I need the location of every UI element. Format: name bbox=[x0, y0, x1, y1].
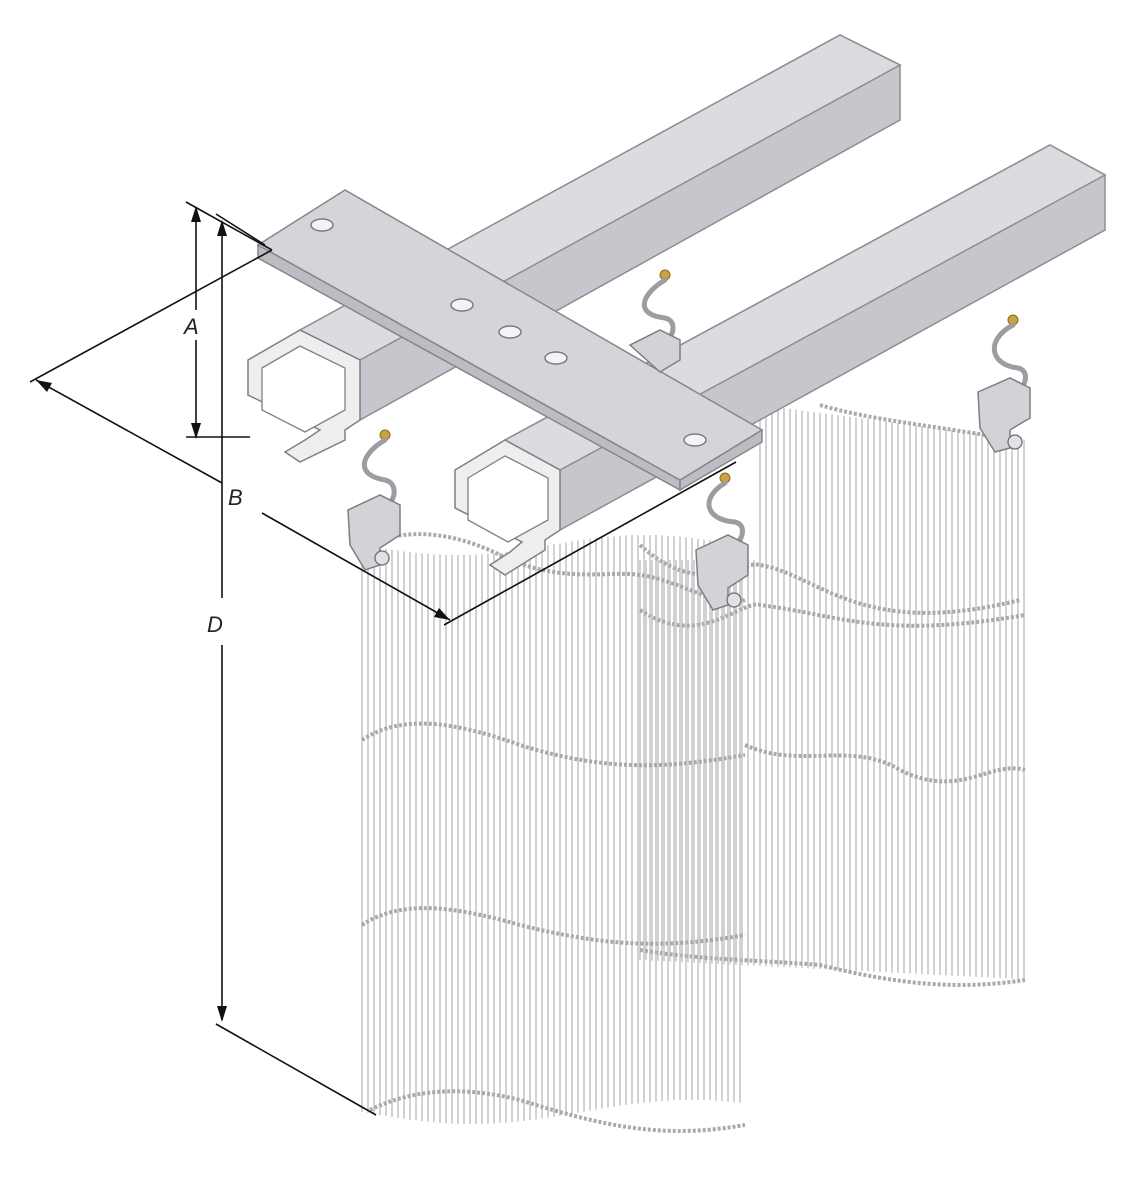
mesh-rear-band-upper bbox=[638, 602, 1026, 628]
plate-hole-4 bbox=[544, 351, 568, 365]
mesh-front-band-bottom bbox=[369, 1089, 746, 1133]
mesh-rear-band-middle bbox=[744, 743, 1026, 784]
plate-hole-1 bbox=[310, 218, 334, 232]
dimension-label-b: B bbox=[228, 485, 243, 510]
hook-front-left bbox=[347, 429, 401, 571]
dimension-b: B bbox=[29, 249, 737, 626]
mesh-rear-band-bottom bbox=[639, 948, 1026, 987]
plate-hole-3 bbox=[498, 325, 522, 339]
hook-rear-left bbox=[628, 269, 681, 373]
dimension-label-a: A bbox=[182, 314, 199, 339]
mesh-front-band-lower bbox=[360, 906, 746, 946]
mesh-curtain-front bbox=[360, 532, 746, 1133]
mesh-front-band-top bbox=[369, 532, 746, 604]
mounting-plate bbox=[256, 189, 764, 492]
dimension-d: D bbox=[207, 213, 377, 1116]
mesh-curtain-rear bbox=[638, 403, 1026, 987]
plate-hole-5 bbox=[683, 433, 707, 447]
mesh-rear-wires bbox=[639, 405, 1025, 980]
dimension-a: A bbox=[182, 201, 273, 439]
hook-front-right bbox=[695, 472, 749, 611]
mesh-front-wires bbox=[361, 535, 741, 1124]
plate-hole-2 bbox=[450, 298, 474, 312]
dimension-label-d: D bbox=[207, 612, 223, 637]
mesh-front-band-middle bbox=[360, 721, 746, 768]
hook-rear-right bbox=[977, 314, 1031, 453]
